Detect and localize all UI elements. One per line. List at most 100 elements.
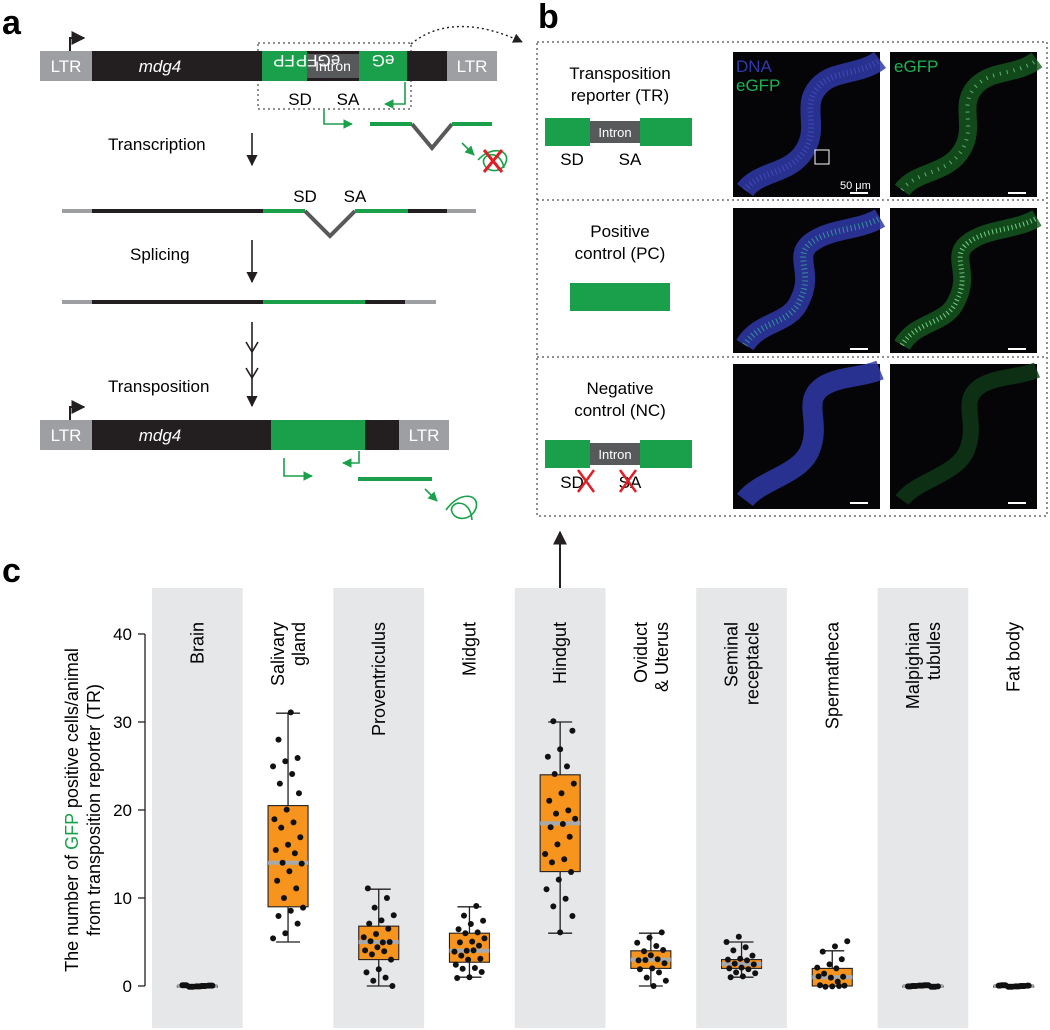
data-point [386, 939, 393, 945]
data-point [455, 926, 462, 933]
data-point [742, 944, 749, 951]
data-point [456, 939, 463, 946]
box [267, 805, 309, 908]
data-point [829, 983, 836, 990]
data-point [572, 815, 579, 822]
data-point [557, 746, 564, 753]
data-point [731, 960, 738, 967]
data-point [287, 907, 294, 914]
nc-intron-label: Intron [598, 447, 631, 462]
data-point [841, 982, 848, 989]
tr-construct: FP Intron eG SD SA [545, 50, 692, 169]
data-point [458, 952, 465, 959]
data-point [831, 943, 838, 950]
data-point [290, 819, 297, 826]
data-point [550, 903, 557, 910]
egfp-channel-label: eGFP [894, 57, 938, 76]
data-point [838, 956, 845, 963]
data-point [481, 935, 488, 942]
egfp-channel-label-merge: eGFP [736, 76, 780, 95]
tr-sa-label: SA [619, 150, 642, 169]
nc-construct: FP Intron eG SD SA [545, 50, 692, 493]
data-point [634, 939, 641, 946]
mdg4-label-2: mdg4 [139, 426, 182, 445]
data-point [477, 955, 484, 962]
data-point [383, 895, 390, 901]
data-point [1021, 983, 1028, 989]
tr-fp-label: FP [556, 50, 578, 69]
data-point [735, 933, 742, 940]
data-point [381, 948, 388, 955]
no-protein-icon [477, 149, 508, 173]
row1-title-line2: reporter (TR) [571, 86, 669, 105]
arrow-transposition-icon [245, 322, 259, 408]
sd-label-top: SD [288, 90, 312, 109]
y-axis-label: The number of GFP positive cells/animal [62, 648, 82, 972]
sa-label-mid: SA [344, 187, 367, 206]
category-label: Seminal [722, 622, 742, 687]
y-tick-label: 20 [113, 801, 132, 820]
data-point [297, 834, 304, 841]
data-point [653, 943, 660, 949]
construct-top: LTR mdg4 FP Intron eG LTR SD SA [40, 31, 508, 173]
panel-letter-b: b [538, 0, 559, 36]
data-point [389, 983, 396, 989]
data-point [293, 885, 300, 892]
data-point [209, 982, 216, 989]
category-label: Spermatheca [822, 621, 842, 729]
category-label: Oviduct [631, 622, 651, 683]
data-point [300, 904, 307, 911]
data-point [658, 929, 665, 936]
data-point [1002, 982, 1009, 989]
nc-eg-label: eG [655, 50, 678, 69]
data-point [840, 973, 847, 980]
data-point [822, 983, 829, 990]
data-point [821, 970, 828, 977]
data-point [478, 969, 485, 975]
data-point [274, 877, 281, 884]
data-point [454, 975, 461, 981]
data-point [815, 973, 822, 980]
data-point [463, 947, 470, 954]
pc-eg-label: eG [634, 50, 657, 69]
data-point [650, 983, 657, 989]
data-point [367, 938, 374, 945]
row2-title-line2: control (PC) [575, 244, 666, 263]
data-point [370, 977, 377, 984]
eg-label: eG [372, 51, 395, 70]
data-point [473, 903, 480, 909]
data-point [202, 983, 209, 989]
ltr-right [447, 51, 497, 81]
data-point [656, 969, 663, 976]
data-point [563, 763, 570, 770]
data-point [360, 934, 367, 941]
data-point [643, 974, 650, 981]
data-point [752, 970, 759, 977]
category-label: Brain [187, 622, 207, 664]
data-point [294, 755, 301, 761]
row2-title-line1: Positive [590, 222, 650, 241]
category-label: Hindgut [550, 622, 570, 684]
y-tick-label: 40 [113, 625, 132, 644]
data-point [459, 965, 466, 972]
data-point [739, 973, 746, 980]
data-point [272, 847, 279, 853]
data-point [724, 956, 731, 963]
transcription-label: Transcription [108, 135, 206, 154]
data-point [727, 974, 734, 981]
category-label-line2: receptacle [743, 622, 763, 705]
data-point [294, 920, 301, 927]
pc-construct: FP eG [570, 50, 670, 311]
data-point [649, 965, 656, 972]
dna-channel-label: DNA [736, 57, 773, 76]
data-point [1016, 983, 1023, 990]
data-point [569, 727, 576, 734]
nc-fp-label: FP [556, 50, 578, 69]
data-point [635, 957, 642, 964]
data-point [554, 841, 561, 848]
data-point [827, 974, 834, 981]
data-point [465, 956, 472, 963]
data-point [730, 947, 737, 954]
data-point [278, 824, 285, 831]
